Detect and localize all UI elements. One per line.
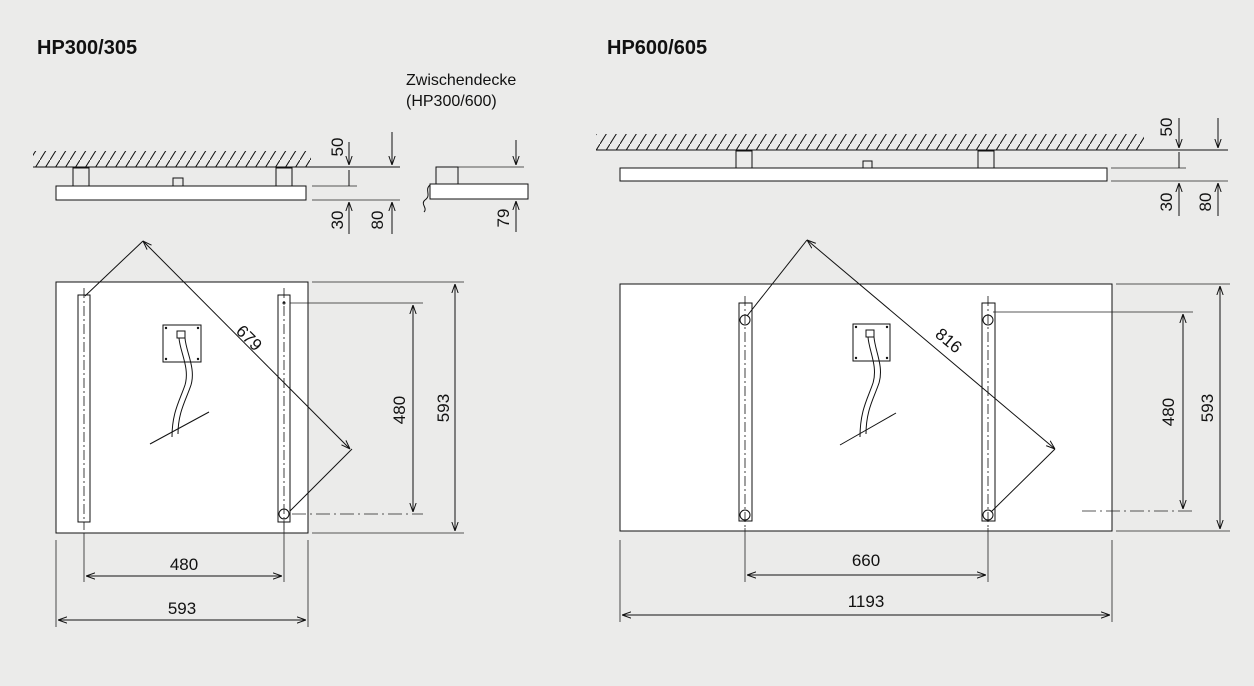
hp600-dim-panel-height: 593 — [1198, 394, 1217, 422]
hp600-ceiling-hatch — [596, 134, 1144, 150]
ceiling-note-line2: (HP300/600) — [406, 93, 497, 110]
hp600-dim-mount-spacing-h: 660 — [852, 551, 880, 570]
hp300-ceiling-hatch — [33, 151, 311, 167]
hp300-side-view: 50 30 80 — [33, 132, 400, 234]
hp300-side-bracket-right — [275, 167, 293, 187]
hp300-top-view: 679 480 593 480 593 — [55, 241, 464, 627]
ceiling-note-line1: Zwischendecke — [406, 72, 517, 89]
hp600-dim-thickness: 30 — [1157, 193, 1176, 212]
hp600-dim-panel-width: 1193 — [848, 592, 885, 611]
detail-panel — [429, 183, 529, 200]
hp600-mount-hole-left-bottom — [739, 509, 751, 521]
hp600-dim-total-height: 80 — [1196, 193, 1215, 212]
hp300-dim-panel-height: 593 — [434, 394, 453, 422]
hp600-dim-gap-top: 50 — [1157, 118, 1176, 137]
hp300-dim-mount-spacing-v: 480 — [390, 396, 409, 424]
hp600-panel — [619, 283, 1113, 532]
hp300-dim-mount-spacing-h: 480 — [170, 555, 198, 574]
ceiling-note: Zwischendecke (HP300/600) — [406, 70, 516, 112]
hp300-side-panel — [55, 185, 307, 201]
hp600-mount-hole-left-top — [739, 314, 751, 326]
hp600-side-bracket-left — [735, 150, 753, 169]
hp300-dim-gap-top: 50 — [328, 138, 347, 157]
hp600-rail-left — [738, 302, 753, 522]
hp600-dim-mount-spacing-v: 480 — [1159, 398, 1178, 426]
hp600-side-connector — [862, 160, 873, 169]
hp600-mount-hole-right-bottom — [982, 509, 994, 521]
detail-dim-height: 79 — [494, 209, 513, 228]
hp300-dim-panel-width: 593 — [168, 599, 196, 618]
hp600-side-panel — [619, 167, 1108, 182]
hp300-mount-hole — [278, 508, 290, 520]
hp300-dim-thickness: 30 — [328, 211, 347, 230]
hp600-side-bracket-right — [977, 150, 995, 169]
hp300-dim-total-height: 80 — [368, 211, 387, 230]
hp300-diagonal-dim — [143, 241, 350, 449]
title-hp600: HP600/605 — [607, 37, 708, 59]
detail-break-line — [422, 184, 431, 213]
zwischendecke-detail: 79 — [422, 140, 529, 232]
hp600-side-view: 50 30 80 — [596, 118, 1228, 216]
hp300-side-connector — [172, 177, 184, 187]
hp300-side-bracket-left — [72, 167, 90, 187]
hp600-diagonal-dim — [807, 240, 1055, 449]
hp600-top-view: 816 480 593 660 1193 — [619, 240, 1230, 622]
detail-bracket — [435, 166, 459, 185]
title-hp300: HP300/305 — [37, 37, 138, 59]
